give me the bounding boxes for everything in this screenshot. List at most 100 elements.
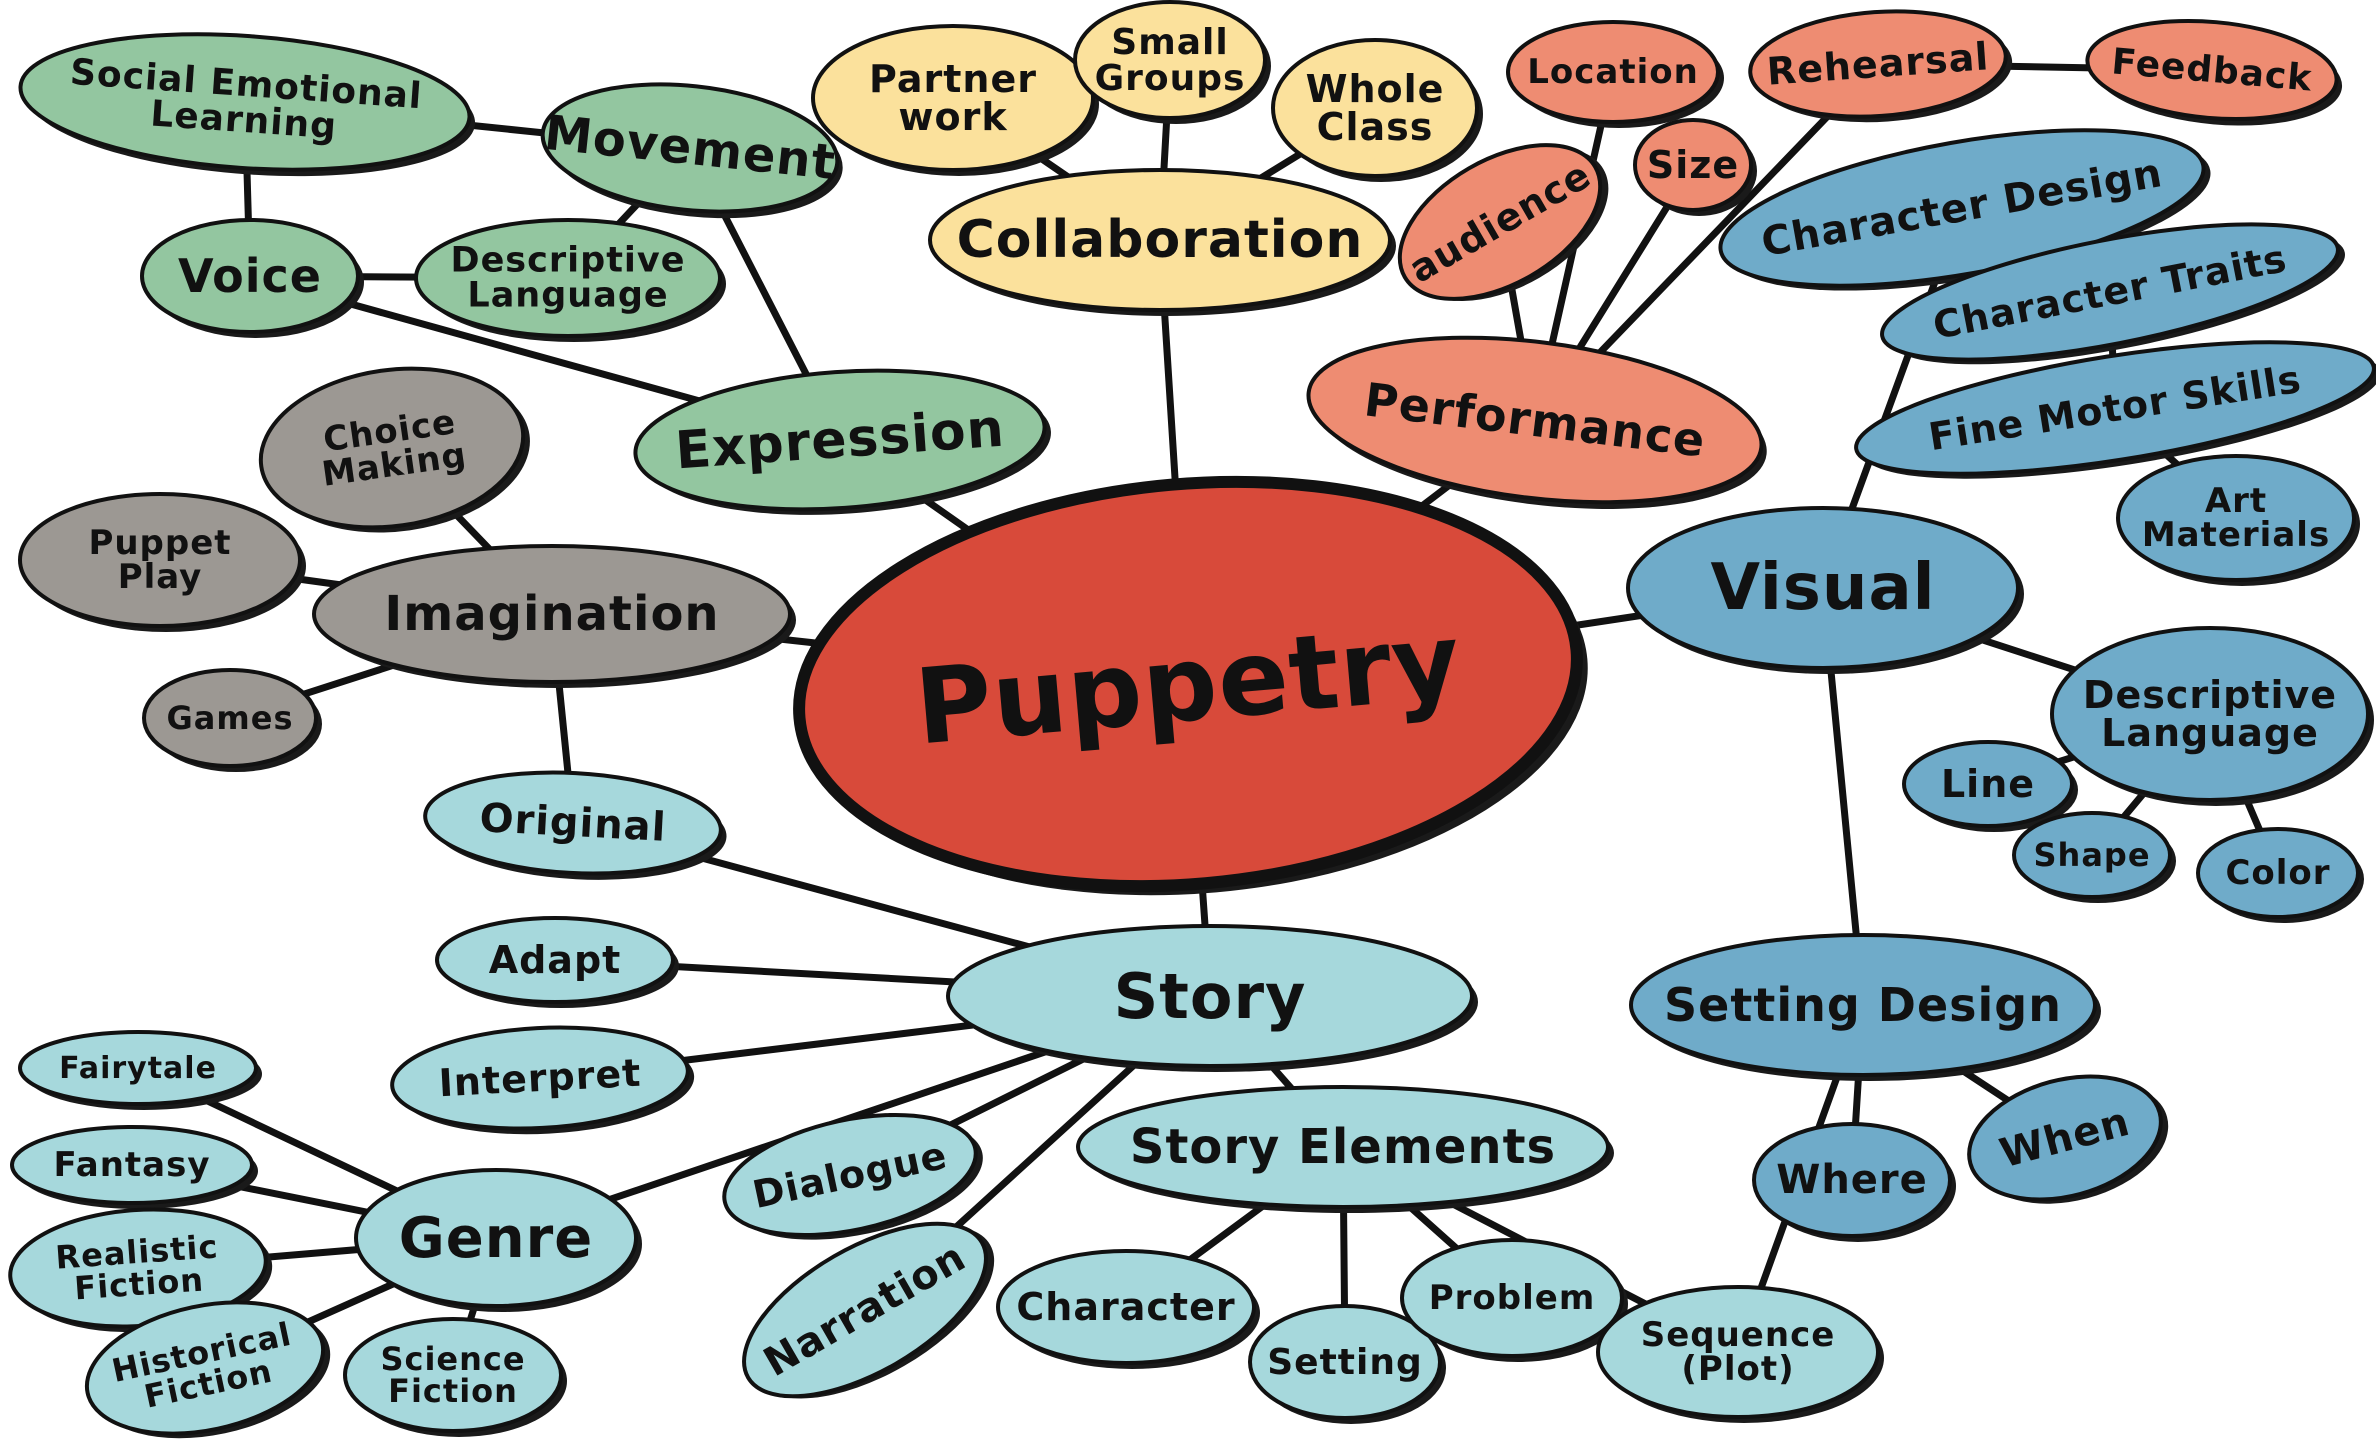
node-bubble bbox=[1400, 1238, 1624, 1358]
node-bubble bbox=[996, 1249, 1256, 1365]
node-realistic-fiction: RealisticFiction bbox=[8, 1207, 273, 1333]
node-games: Games bbox=[142, 668, 322, 772]
node-expression: Expression bbox=[633, 368, 1051, 515]
node-historical-fiction: HistoricalFiction bbox=[84, 1300, 331, 1439]
node-label: Where bbox=[1776, 1157, 1928, 1203]
node-bubble bbox=[793, 475, 1583, 893]
node-bubble bbox=[2116, 454, 2356, 582]
node-label: Color bbox=[2225, 853, 2330, 893]
node-bubble bbox=[2085, 18, 2339, 122]
node-bubble bbox=[1633, 118, 1753, 212]
node-label: Setting Design bbox=[1664, 978, 2062, 1032]
node-bubble bbox=[742, 1221, 988, 1399]
node-bubble bbox=[18, 32, 472, 172]
node-genre: Genre bbox=[354, 1168, 642, 1312]
node-imagination: Imagination bbox=[312, 544, 796, 688]
node-label: Voice bbox=[178, 249, 322, 303]
node-bubble bbox=[1752, 1122, 1952, 1238]
node-collaboration: Collaboration bbox=[928, 168, 1396, 316]
node-bubble bbox=[2050, 626, 2370, 802]
node-problem: Problem bbox=[1400, 1238, 1628, 1362]
node-bubble bbox=[354, 1168, 638, 1308]
node-label: Interpret bbox=[438, 1051, 643, 1106]
node-bubble bbox=[1854, 340, 2376, 476]
node-bubble bbox=[633, 368, 1047, 512]
node-label: Genre bbox=[399, 1206, 593, 1271]
node-bubble bbox=[423, 770, 723, 876]
node-bubble bbox=[10, 1125, 254, 1205]
node-feedback: Feedback bbox=[2085, 18, 2343, 126]
node-puppetry: Puppetry bbox=[793, 475, 1588, 896]
node-bubble bbox=[414, 218, 722, 338]
node-label: Sequence(Plot) bbox=[1641, 1315, 1836, 1389]
node-line: Line bbox=[1902, 740, 2078, 832]
node-bubble bbox=[84, 1300, 326, 1436]
node-bubble bbox=[946, 924, 1474, 1068]
node-label: Visual bbox=[1710, 551, 1935, 625]
node-label: Story Elements bbox=[1130, 1119, 1556, 1175]
node-bubble bbox=[2196, 827, 2360, 919]
node-label: Adapt bbox=[489, 938, 622, 982]
node-original: Original bbox=[423, 770, 727, 880]
node-choice-making: ChoiceMaking bbox=[258, 366, 530, 533]
node-label: Collaboration bbox=[957, 210, 1364, 270]
node-bubble bbox=[1967, 1074, 2163, 1202]
node-bubble bbox=[1073, 0, 1267, 120]
node-bubble bbox=[18, 492, 302, 628]
node-bubble bbox=[1397, 143, 1603, 301]
node-bubble bbox=[1880, 222, 2340, 362]
node-bubble bbox=[140, 218, 360, 334]
node-bubble bbox=[811, 24, 1095, 172]
node-bubble bbox=[1902, 740, 2074, 828]
node-movement: Movement bbox=[540, 82, 843, 219]
node-fairytale: Fairytale bbox=[18, 1030, 262, 1110]
node-bubble bbox=[1748, 9, 2008, 119]
node-label: Size bbox=[1647, 143, 1739, 187]
node-location: Location bbox=[1506, 20, 1724, 128]
node-bubble bbox=[1629, 933, 2097, 1077]
node-bubble bbox=[1076, 1085, 1610, 1209]
node-when: When bbox=[1967, 1074, 2169, 1204]
node-bubble bbox=[2012, 811, 2172, 899]
node-label: Imagination bbox=[384, 586, 719, 642]
node-bubble bbox=[312, 544, 792, 684]
node-setting-design: Setting Design bbox=[1629, 933, 2101, 1081]
node-rehearsal: Rehearsal bbox=[1748, 9, 2013, 123]
node-label: Games bbox=[167, 699, 294, 737]
node-story: Story bbox=[946, 924, 1478, 1072]
node-label: Location bbox=[1527, 52, 1699, 92]
node-adapt: Adapt bbox=[435, 916, 679, 1008]
node-character: Character bbox=[996, 1249, 1260, 1369]
node-label: Fairytale bbox=[59, 1051, 217, 1086]
node-fantasy: Fantasy bbox=[10, 1125, 258, 1209]
node-label: RealisticFiction bbox=[54, 1227, 222, 1308]
node-bubble bbox=[435, 916, 675, 1004]
node-label: Fantasy bbox=[54, 1145, 211, 1185]
node-label: Shape bbox=[2033, 836, 2150, 874]
node-social-emotional: Social EmotionalLearning bbox=[18, 32, 476, 177]
node-bubble bbox=[390, 1025, 690, 1131]
node-sequence: Sequence(Plot) bbox=[1596, 1285, 1884, 1423]
node-bubble bbox=[1506, 20, 1720, 124]
node-bubble bbox=[343, 1317, 563, 1433]
node-bubble bbox=[928, 168, 1392, 312]
node-bubble bbox=[1626, 506, 2020, 670]
node-shape: Shape bbox=[2012, 811, 2176, 903]
node-character-design: Character Design bbox=[1718, 128, 2211, 291]
